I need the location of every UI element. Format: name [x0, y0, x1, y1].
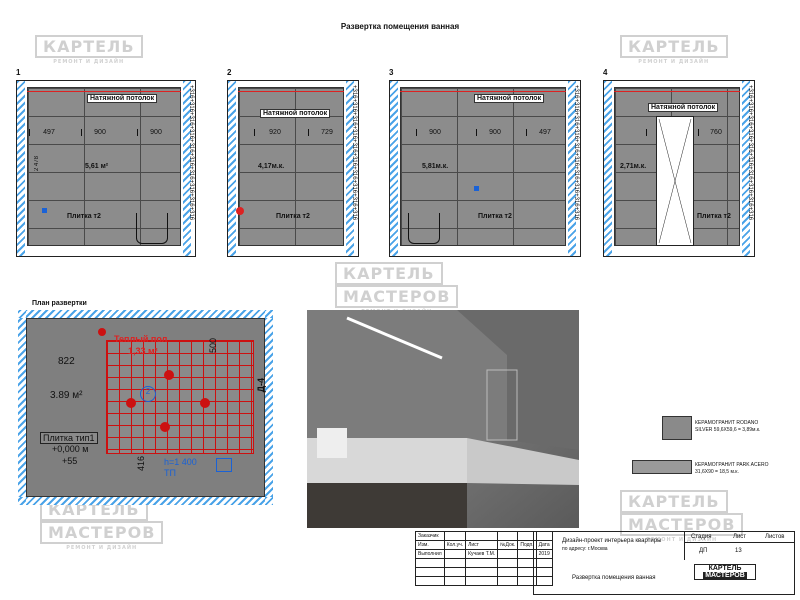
plan-title: План развертки: [32, 300, 87, 307]
thermostat-icon: [216, 458, 232, 472]
legend-swatch: [632, 460, 692, 474]
height-dimension: 2 478: [34, 156, 40, 172]
light-icon: [160, 422, 170, 432]
elevation-4: Натяжной потолок 900 760 2,71м.к. Плитка…: [603, 80, 755, 257]
dim-right: 500: [208, 338, 218, 354]
bathtub-icon: [136, 213, 168, 244]
marker-icon: [236, 207, 244, 215]
elevation-3: Натяжной потолок 900 900 497 5,81м.к. Пл…: [389, 80, 581, 257]
side-dimensions: +316+316+316+316+316+316+316+316+316+316: [573, 85, 579, 221]
ceiling-label: Натяжной потолок: [474, 94, 545, 103]
stage-value: ДП: [699, 548, 708, 554]
wall-tiles: [400, 87, 566, 246]
level2-label: +55: [62, 456, 78, 466]
interior-render: [307, 310, 579, 528]
sheet-title: Развертка помещения ванная: [340, 22, 460, 31]
sheet-value: 13: [735, 548, 742, 554]
tile-label: Плитка т2: [478, 213, 512, 220]
sheets-header: Листов: [765, 534, 785, 540]
tp-label: ТП: [164, 468, 176, 478]
heated-floor-area: [106, 340, 254, 454]
elevation-number: 1: [16, 68, 21, 77]
area-label: 5,61 м²: [85, 163, 109, 170]
elevation-number: 2: [227, 68, 232, 77]
level-label: +0,000 м: [52, 444, 89, 454]
tile-label: Плитка т2: [67, 213, 101, 220]
ceiling-label: Натяжной потолок: [648, 103, 719, 112]
heated-floor-label: Теплый пол: [114, 334, 168, 344]
wall-tiles: [27, 87, 181, 246]
light-icon: [200, 398, 210, 408]
legend-text: КЕРАМОГРАНИТ RODANO SILVER 59,6Х59,6 = 3…: [695, 420, 761, 433]
outlet-icon: [474, 186, 479, 191]
section-marker: 2: [140, 386, 156, 402]
floor-plan: Теплый пол 1,33 м² 822 500 3.89 м² Плитк…: [18, 310, 273, 505]
light-icon: [126, 398, 136, 408]
light-icon: [164, 370, 174, 380]
project-name: Дизайн-проект интерьера квартиры: [562, 538, 662, 544]
elevation-number: 3: [389, 68, 394, 77]
elevation-1: Натяжной потолок 497 900 900 2 478 5,61 …: [16, 80, 196, 257]
bathtub-icon: [408, 213, 440, 244]
elevation-number: 4: [603, 68, 608, 77]
legend-text: КЕРАМОГРАНИТ PARK ACERO 31,6Х90 = 18,5 м…: [695, 462, 769, 475]
room-area: 3.89 м²: [50, 390, 83, 401]
door-label: Д-4: [256, 378, 266, 393]
area-label: 2,71м.к.: [620, 163, 647, 170]
tile-type-label: Плитка тип1: [40, 432, 98, 444]
marker-icon: [98, 328, 106, 336]
height-note: h=1 400: [164, 457, 197, 467]
side-dimensions: +316+316+316+316+316+316+316+316+316+316: [188, 85, 194, 221]
side-dimensions: +316+316+316+316+316+316+316+316+316+316: [351, 85, 357, 221]
legend-swatch: [662, 416, 692, 440]
dim-top: 822: [58, 356, 75, 367]
sheet-header: Лист: [733, 534, 747, 540]
stage-header: Стадия: [691, 534, 712, 540]
tile-label: Плитка т2: [697, 213, 731, 220]
heated-floor-area-label: 1,33 м²: [128, 346, 158, 356]
dim-bottom: 416: [136, 456, 146, 472]
ceiling-label: Натяжной потолок: [260, 109, 331, 118]
outlet-icon: [42, 208, 47, 213]
area-label: 5,81м.к.: [422, 163, 449, 170]
ceiling-label: Натяжной потолок: [87, 94, 158, 103]
title-block-right: Дизайн-проект интерьера квартиры по адре…: [533, 531, 795, 595]
drawing-title: Развертка помещения ванная: [572, 575, 656, 581]
side-dimensions: +316+316+316+316+316+316+316+316+316+316: [747, 85, 753, 221]
elevation-2: Натяжной потолок 920 729 4,17м.к. Плитка…: [227, 80, 359, 257]
tile-label: Плитка т2: [276, 213, 310, 220]
door: [656, 116, 694, 246]
project-address: по адресу: г.Москва: [562, 546, 608, 552]
area-label: 4,17м.к.: [258, 163, 285, 170]
